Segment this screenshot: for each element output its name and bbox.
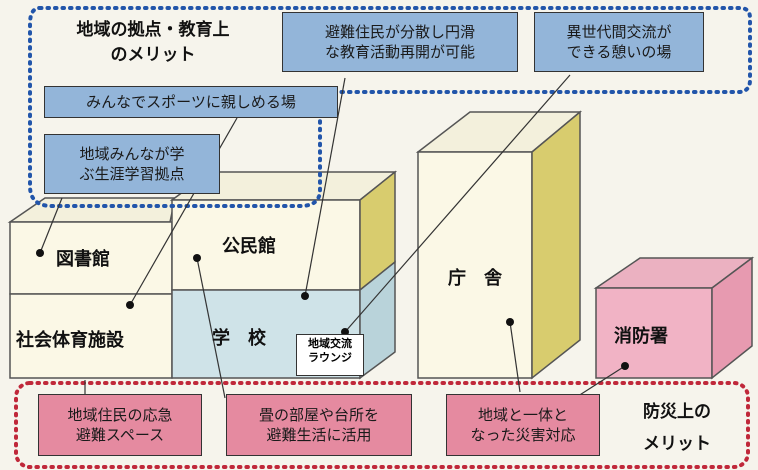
lounge-box: 地域交流 ラウンジ bbox=[296, 334, 364, 376]
callout-line: 避難住民が分散し円滑 bbox=[324, 22, 475, 41]
callout-line: 異世代間交流が bbox=[566, 22, 672, 41]
callout-line: 避難生活に活用 bbox=[266, 426, 372, 444]
sports-facility-block bbox=[9, 293, 173, 379]
bottom-group-outline bbox=[14, 381, 750, 469]
office-block bbox=[415, 110, 583, 380]
label-office: 庁 舎 bbox=[448, 268, 502, 289]
callout-line: 地域と一体と bbox=[477, 405, 568, 424]
callout-line: 畳の部屋や台所を bbox=[258, 405, 379, 424]
callout-tatami-kitchen: 畳の部屋や台所を 避難生活に活用 bbox=[226, 394, 412, 456]
callout-emergency-shelter: 地域住民の応急 避難スペース bbox=[38, 394, 202, 456]
connector-lines bbox=[39, 74, 626, 399]
bottom-group-title-line2: メリット bbox=[643, 434, 711, 455]
community-hall-block bbox=[169, 170, 398, 292]
callout-line: なった災害対応 bbox=[470, 426, 576, 444]
label-library: 図書館 bbox=[56, 249, 110, 270]
label-community-hall: 公民館 bbox=[222, 236, 276, 257]
label-sports-facility: 社会体育施設 bbox=[16, 330, 124, 351]
callout-line: ぶ生涯学習拠点 bbox=[79, 165, 185, 183]
callout-line: 地域住民の応急 bbox=[67, 405, 173, 424]
label-school: 学 校 bbox=[212, 328, 266, 349]
callout-sports-place: みんなでスポーツに親しめる場 bbox=[44, 86, 338, 118]
lounge-line1: 地域交流 bbox=[308, 337, 352, 350]
callout-intergenerational: 異世代間交流が できる憩いの場 bbox=[534, 12, 704, 72]
callout-evacuee-dispersal: 避難住民が分散し円滑 な教育活動再開が可能 bbox=[282, 12, 518, 72]
lounge-line2: ラウンジ bbox=[308, 350, 352, 364]
label-fire-station: 消防署 bbox=[614, 326, 668, 347]
callout-lifelong-learning: 地域みんなが学 ぶ生涯学習拠点 bbox=[44, 134, 220, 194]
callout-line: 地域みんなが学 bbox=[79, 144, 185, 163]
callout-line: な教育活動再開が可能 bbox=[324, 43, 475, 61]
bottom-group-title: 防災上の メリット bbox=[618, 396, 736, 461]
fire-station-block bbox=[593, 256, 755, 380]
callout-line: 避難スペース bbox=[75, 426, 165, 444]
top-group-title-line1: 地域の拠点・教育上 bbox=[76, 20, 230, 40]
callout-line: みんなでスポーツに親しめる場 bbox=[86, 92, 296, 111]
callout-community-disaster-response: 地域と一体と なった災害対応 bbox=[446, 394, 600, 456]
top-group-title-line2: のメリット bbox=[110, 44, 196, 65]
top-group-title: 地域の拠点・教育上 のメリット bbox=[48, 18, 258, 67]
bottom-group-title-line1: 防災上の bbox=[643, 402, 711, 422]
callout-line: できる憩いの場 bbox=[566, 43, 672, 61]
